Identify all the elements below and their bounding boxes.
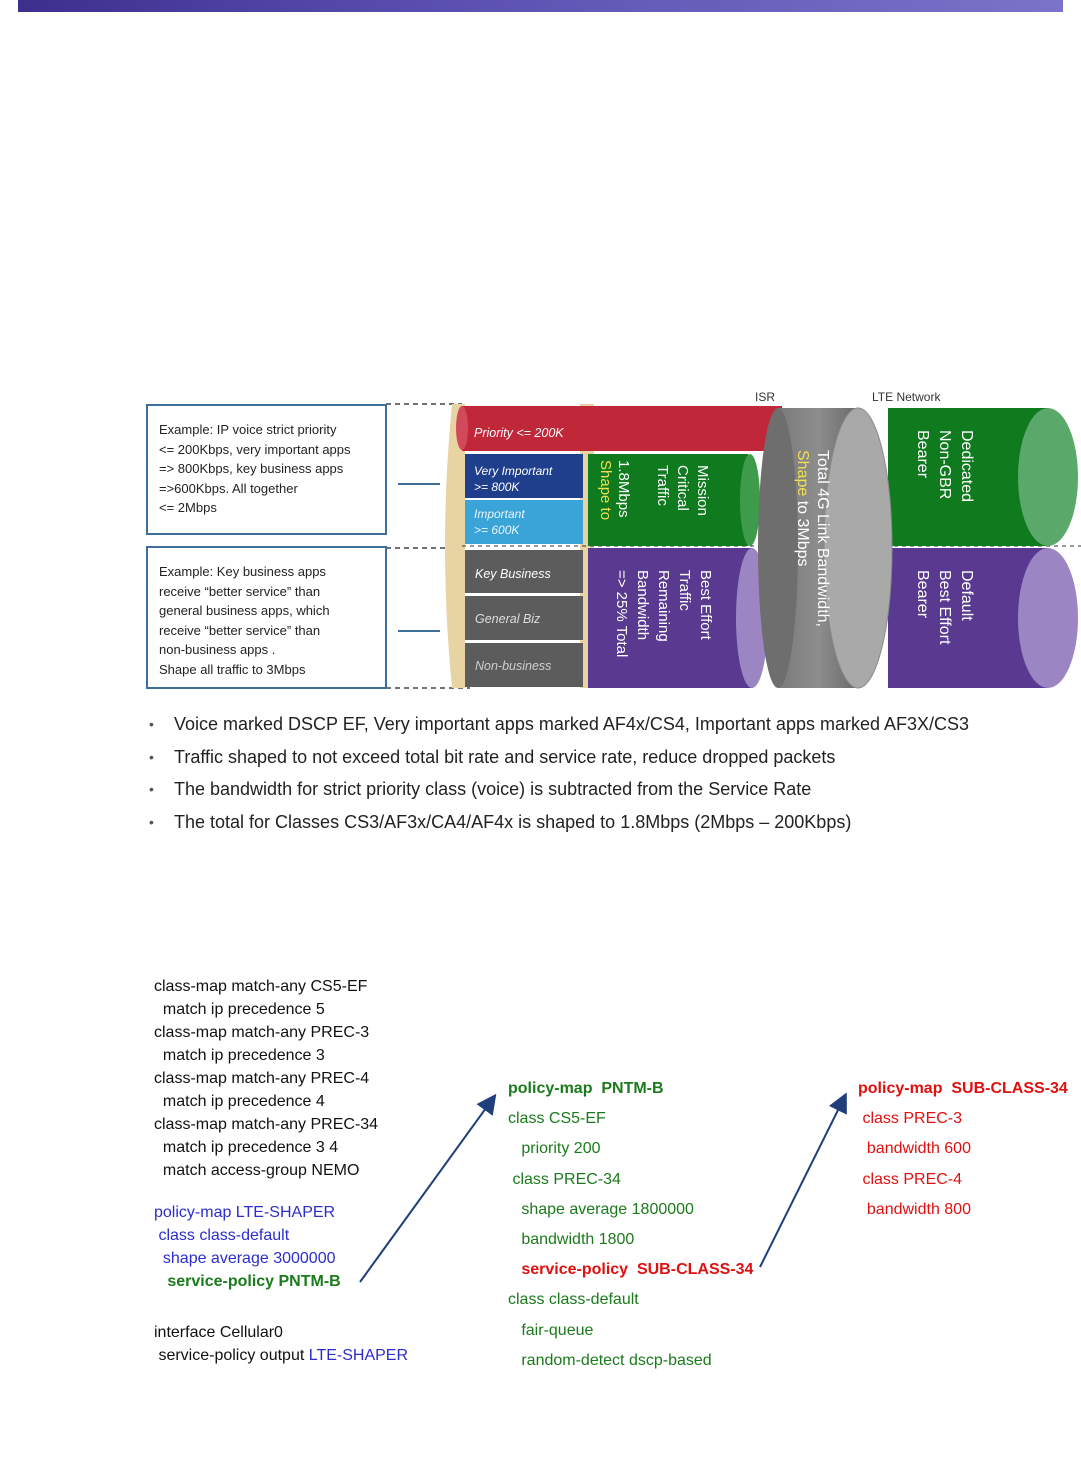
mission-critical-label: Traffic Critical Mission — [654, 465, 711, 516]
priority-bar — [462, 406, 782, 451]
config-line: class class-default — [154, 1227, 290, 1244]
arrow-to-pntm — [359, 1093, 497, 1283]
config-line: priority 200 — [508, 1140, 601, 1158]
isr-cylinder-back — [758, 408, 798, 688]
config-line: shape average 3000000 — [154, 1250, 336, 1267]
tan-strip — [445, 404, 465, 688]
non-business-bar — [465, 643, 583, 687]
config-line: match access-group NEMO — [154, 1162, 360, 1179]
note-business-example: Example: Key business apps receive “bett… — [146, 546, 387, 689]
sub-class-config: policy-map SUB-CLASS-34 class PREC-3 ban… — [858, 1074, 1068, 1225]
important-label: Important >= 600K — [474, 507, 528, 537]
dedicated-bearer-label: Bearer Non-GBR Dedicated — [914, 430, 975, 504]
non-business-label: Non-business — [475, 659, 551, 673]
class-map-config: class-map match-any CS5-EF match ip prec… — [154, 975, 378, 1182]
key-business-label: Key Business — [475, 567, 551, 581]
config-line: match ip precedence 5 — [154, 1001, 325, 1018]
interface-config: interface Cellular0 service-policy outpu… — [154, 1321, 408, 1367]
general-biz-label: General Biz — [475, 612, 541, 626]
mission-critical-cap — [740, 454, 760, 546]
config-line: fair-queue — [508, 1321, 594, 1339]
priority-bar-cap — [456, 406, 468, 450]
mission-critical-bar — [588, 454, 748, 546]
config-line: service-policy SUB-CLASS-34 — [508, 1261, 754, 1279]
arrow-to-sub-class — [759, 1092, 847, 1268]
bullet-item: •The bandwidth for strict priority class… — [149, 779, 812, 799]
general-biz-bar — [465, 596, 583, 640]
pntm-b-config: policy-map PNTM-B class CS5-EF priority … — [508, 1074, 753, 1376]
bullet-list: •Voice marked DSCP EF, Very important ap… — [146, 708, 1076, 838]
config-line: match ip precedence 4 — [154, 1093, 325, 1110]
qos-diagram: ISR LTE Network Priority <= 200K Very Im… — [386, 390, 1081, 689]
config-line: interface Cellular0 — [154, 1324, 283, 1341]
config-line: bandwidth 600 — [858, 1140, 971, 1158]
key-business-bar — [465, 550, 583, 593]
bullet-item: •The total for Classes CS3/AF3x/CA4/AF4x… — [149, 811, 852, 832]
config-arrows — [359, 1092, 847, 1283]
isr-cylinder-cap — [823, 407, 893, 689]
very-important-label: Very Important >= 800K — [474, 464, 556, 494]
bullet-item: •Traffic shaped to not exceed total bit … — [149, 746, 836, 767]
important-bar — [465, 500, 583, 544]
config-line: shape average 1800000 — [508, 1200, 694, 1218]
config-line: class-map match-any PREC-3 — [154, 1024, 370, 1041]
config-line: match ip precedence 3 — [154, 1047, 325, 1064]
config-line: policy-map PNTM-B — [508, 1080, 664, 1097]
config-line: class PREC-4 — [858, 1170, 963, 1188]
config-line: match ip precedence 3 4 — [154, 1139, 339, 1156]
config-line: policy-map LTE-SHAPER — [154, 1204, 336, 1221]
priority-label: Priority <= 200K — [474, 426, 564, 440]
best-effort-bar — [588, 548, 753, 688]
config-line: service-policy output LTE-SHAPER — [154, 1347, 409, 1364]
lte-network-label: LTE Network — [872, 390, 941, 404]
config-line: policy-map SUB-CLASS-34 — [858, 1080, 1068, 1097]
config-line: class-map match-any CS5-EF — [154, 978, 368, 995]
very-important-bar — [465, 454, 583, 498]
config-line: random-detect dscp-based — [508, 1351, 712, 1369]
default-bearer-cap — [1018, 548, 1078, 688]
total-shape-word: Shape — [794, 450, 811, 496]
dedicated-bearer-cap — [1018, 408, 1078, 546]
best-effort-label: => 25% Total Bandwidth Remaining Traffic… — [613, 570, 714, 661]
config-line: class-map match-any PREC-34 — [154, 1116, 379, 1133]
config-line: bandwidth 1800 — [508, 1231, 635, 1249]
config-line: class CS5-EF — [508, 1110, 606, 1128]
lte-shaper-config: policy-map LTE-SHAPER class class-defaul… — [154, 1201, 341, 1293]
bullet-item: •Voice marked DSCP EF, Very important ap… — [149, 714, 970, 734]
isr-label: ISR — [755, 390, 775, 404]
header-bar — [18, 0, 1063, 12]
config-line: class PREC-34 — [508, 1170, 621, 1188]
config-line: class class-default — [508, 1291, 639, 1309]
default-bearer-label: Bearer Best Effort Default — [914, 570, 975, 649]
config-line: class-map match-any PREC-4 — [154, 1070, 370, 1087]
total-bandwidth-label: Total 4G Link Bandwidth, Shape to 3Mbps — [794, 450, 831, 631]
config-line: bandwidth 800 — [858, 1200, 971, 1218]
config-line: service-policy PNTM-B — [154, 1273, 341, 1290]
mission-shape-label: Shape to 1.8Mbps — [597, 460, 632, 524]
note-priority-example: Example: IP voice strict priority <= 200… — [146, 404, 387, 535]
config-line: class PREC-3 — [858, 1110, 963, 1128]
